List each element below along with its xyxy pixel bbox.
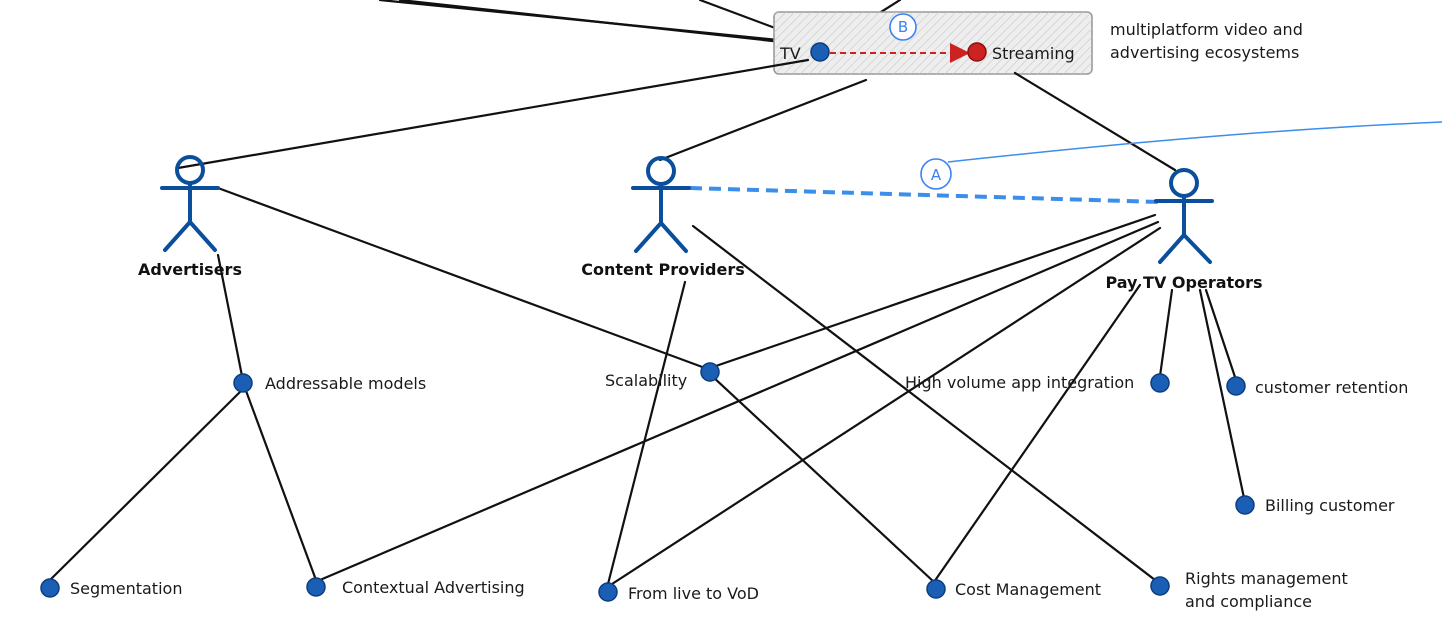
node-billing-customer[interactable]: Billing customer — [1235, 495, 1395, 515]
tv-node-icon[interactable] — [810, 42, 830, 62]
badge-b[interactable]: B — [889, 13, 917, 41]
addressable-models-label: Addressable models — [265, 374, 426, 393]
badge-a-connector — [947, 121, 1442, 163]
actor-link-dashed[interactable] — [689, 186, 1161, 204]
actor-pay-tv-operators-icon — [1154, 168, 1214, 264]
actor-advertisers[interactable]: Advertisers — [138, 155, 242, 279]
scalability-dot-icon — [700, 362, 720, 382]
cost-management-dot-icon — [926, 579, 946, 599]
segmentation-dot-icon — [40, 578, 60, 598]
actor-content-providers-icon — [631, 156, 691, 253]
relationship-edges — [48, 186, 1246, 586]
cost-management-label: Cost Management — [955, 580, 1101, 599]
live-to-vod-label: From live to VoD — [628, 584, 759, 603]
actor-advertisers-label: Advertisers — [138, 260, 242, 279]
badge-b-label: B — [898, 18, 908, 36]
actor-content-providers-label: Content Providers — [581, 260, 744, 279]
addressable-models-dot-icon — [233, 373, 253, 393]
node-contextual-advertising[interactable]: Contextual Advertising — [306, 577, 525, 597]
high-volume-label: High volume app integration — [905, 373, 1134, 392]
rights-management-dot-icon — [1150, 576, 1170, 596]
customer-retention-label: customer retention — [1255, 378, 1408, 397]
streaming-node-icon[interactable] — [967, 42, 987, 62]
system-box[interactable] — [773, 11, 1093, 75]
high-volume-dot-icon — [1150, 373, 1170, 393]
rights-management-label-line2: and compliance — [1185, 592, 1312, 611]
live-to-vod-dot-icon — [598, 582, 618, 602]
node-rights-management[interactable]: Rights management and compliance — [1150, 569, 1348, 611]
streaming-label: Streaming — [992, 44, 1075, 63]
actor-pay-tv-operators-label: Pay TV Operators — [1105, 273, 1262, 292]
system-description-line1: multiplatform video and — [1110, 20, 1303, 39]
incoming-edges — [378, 0, 902, 48]
node-customer-retention[interactable]: customer retention — [1226, 376, 1408, 397]
node-scalability[interactable]: Scalability — [605, 362, 720, 390]
contextual-advertising-dot-icon — [306, 577, 326, 597]
billing-customer-label: Billing customer — [1265, 496, 1395, 515]
actor-advertisers-icon — [160, 155, 220, 252]
node-segmentation[interactable]: Segmentation — [40, 578, 182, 598]
rights-management-label-line1: Rights management — [1185, 569, 1348, 588]
actor-content-providers[interactable]: Content Providers — [581, 156, 745, 279]
badge-a[interactable]: A — [920, 158, 952, 190]
segmentation-label: Segmentation — [70, 579, 182, 598]
tv-label: TV — [779, 44, 801, 63]
badge-a-label: A — [931, 166, 942, 184]
customer-retention-dot-icon — [1226, 376, 1246, 396]
billing-customer-dot-icon — [1235, 495, 1255, 515]
node-cost-management[interactable]: Cost Management — [926, 579, 1101, 599]
node-addressable-models[interactable]: Addressable models — [233, 373, 426, 393]
node-live-to-vod[interactable]: From live to VoD — [598, 582, 759, 603]
actor-pay-tv-operators[interactable]: Pay TV Operators — [1105, 168, 1263, 292]
scalability-label: Scalability — [605, 371, 687, 390]
contextual-advertising-label: Contextual Advertising — [342, 578, 525, 597]
system-actor-edges — [176, 58, 1177, 172]
node-high-volume[interactable]: High volume app integration — [905, 373, 1170, 393]
system-description-line2: advertising ecosystems — [1110, 43, 1299, 62]
